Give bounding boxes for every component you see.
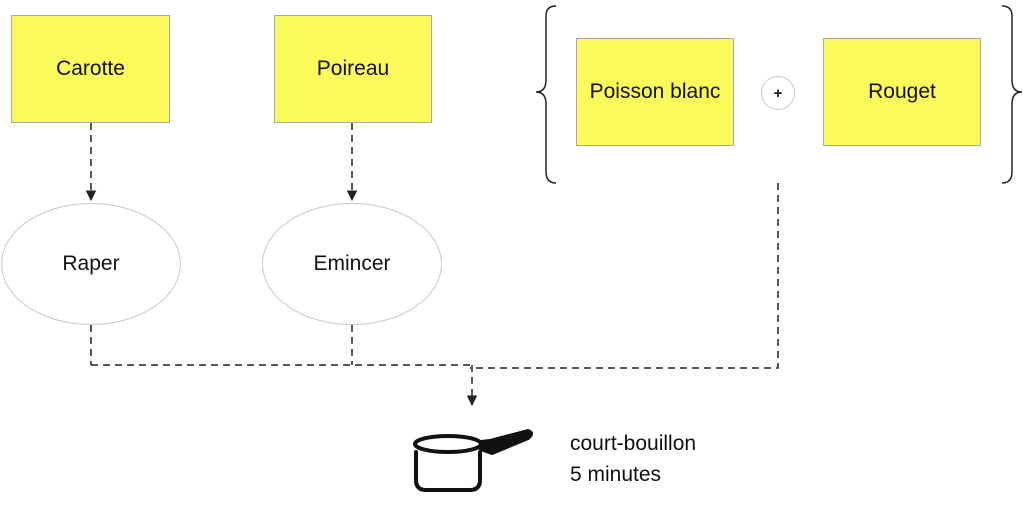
ingredient-carotte-label: Carotte (56, 57, 125, 80)
ingredient-poireau: Poireau (274, 15, 432, 123)
saucepan-icon (413, 429, 533, 492)
output-line-1: court-bouillon (570, 432, 697, 455)
ingredient-carotte: Carotte (11, 15, 170, 123)
left-brace (535, 5, 557, 184)
ingredient-poisson-blanc: Poisson blanc (576, 38, 734, 146)
step-raper: Raper (1, 203, 181, 325)
connector-fish-group (470, 183, 779, 369)
step-raper-label: Raper (62, 252, 120, 275)
ingredient-rouget: Rouget (823, 38, 981, 146)
ingredient-poisson-blanc-label: Poisson blanc (589, 80, 721, 103)
right-brace (1001, 5, 1023, 184)
plus-sign: + (761, 76, 795, 110)
ingredient-rouget-label: Rouget (868, 80, 936, 103)
output-label: court-bouillon 5 minutes (570, 428, 696, 490)
ingredient-poireau-label: Poireau (316, 57, 390, 80)
output-line-2: 5 minutes (570, 463, 662, 486)
step-emincer-label: Emincer (313, 252, 391, 275)
plus-sign-label: + (773, 84, 783, 102)
step-emincer: Emincer (262, 203, 442, 325)
